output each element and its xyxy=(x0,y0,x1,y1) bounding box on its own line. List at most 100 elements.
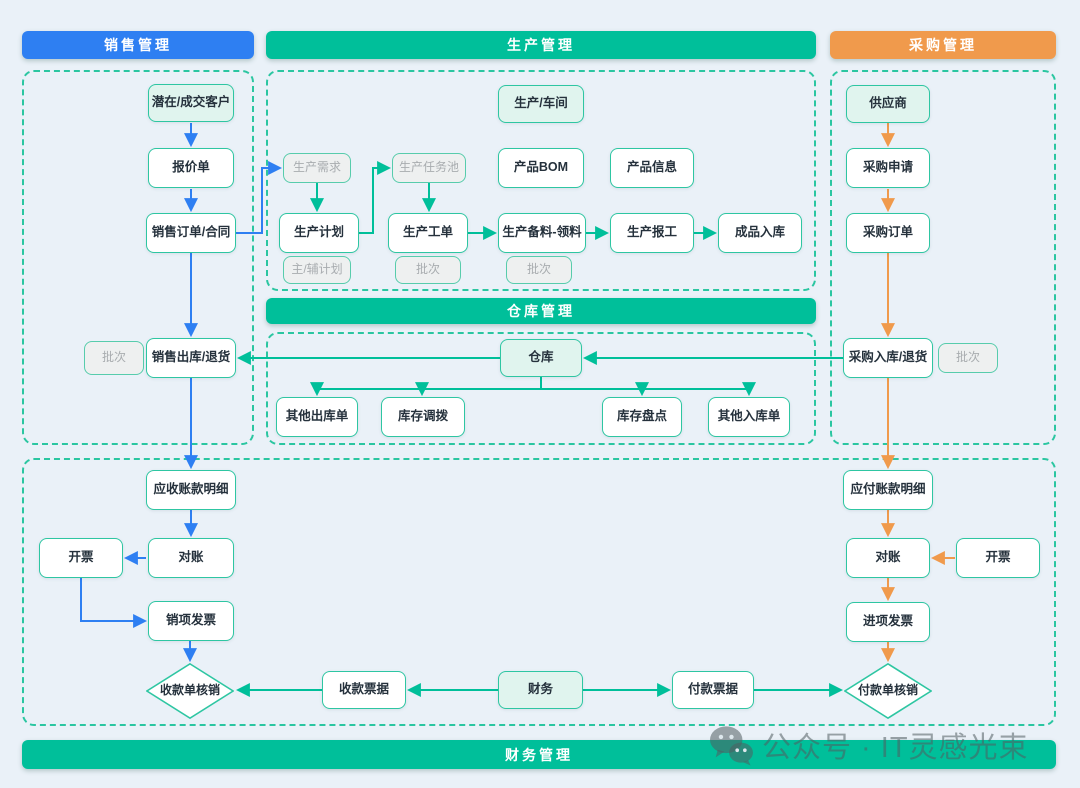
node-purchase-order: 采购订单 xyxy=(846,213,930,253)
warehouse-area xyxy=(266,332,816,445)
node-inventory-transfer: 库存调拨 xyxy=(381,397,465,437)
finance-management-header: 财务管理 xyxy=(22,740,1056,769)
edge-invoicing-to-sales-invoice xyxy=(80,578,148,628)
node-batch-material-prep: 批次 xyxy=(506,256,572,284)
node-receipt-writeoff: 收款单核销 xyxy=(146,663,234,719)
production-management-header: 生产管理 xyxy=(266,31,816,59)
node-label: 生产需求 xyxy=(292,160,341,175)
node-reconciliation-right: 对账 xyxy=(846,538,930,578)
node-label: 开票 xyxy=(68,550,94,565)
node-label: 销项发票 xyxy=(165,613,216,628)
node-payment-writeoff: 付款单核销 xyxy=(844,663,932,719)
node-label: 库存调拨 xyxy=(397,409,448,424)
node-receipt-note: 收款票据 xyxy=(322,671,406,709)
node-label: 其他出库单 xyxy=(285,409,349,424)
node-label: 潜在/成交客户 xyxy=(151,95,231,110)
node-production-plan: 生产计划 xyxy=(279,213,359,253)
watermark-text: 公众号 · IT灵感光束 xyxy=(762,732,1029,764)
node-invoicing-left: 开票 xyxy=(39,538,123,578)
node-purchase-inbound-return: 采购入库/退货 xyxy=(843,338,933,378)
edge-sales-order-to-demand xyxy=(236,161,283,234)
node-reconciliation-left: 对账 xyxy=(148,538,234,578)
node-purchase-request: 采购申请 xyxy=(846,148,930,188)
node-label: 产品信息 xyxy=(626,160,677,175)
finance-area xyxy=(22,458,1056,726)
node-finished-goods-inbound: 成品入库 xyxy=(718,213,802,253)
node-label: 开票 xyxy=(985,550,1011,565)
procurement-management-header: 采购管理 xyxy=(830,31,1056,59)
node-sales-order-contract: 销售订单/合同 xyxy=(146,213,236,253)
node-product-info: 产品信息 xyxy=(610,148,694,188)
node-label: 采购申请 xyxy=(862,160,913,175)
node-label: 生产报工 xyxy=(626,225,677,240)
node-batch-work-order: 批次 xyxy=(395,256,461,284)
node-label: 供应商 xyxy=(869,96,907,111)
node-label: 报价单 xyxy=(172,160,210,175)
node-label: 收款单核销 xyxy=(159,683,220,698)
node-label: 应收账款明细 xyxy=(153,482,229,497)
node-sales-outbound-return: 销售出库/退货 xyxy=(146,338,236,378)
node-other-inbound-order: 其他入库单 xyxy=(708,397,790,437)
node-label: 对账 xyxy=(875,550,901,565)
node-label: 生产任务池 xyxy=(398,160,459,175)
node-label: 对账 xyxy=(178,550,204,565)
node-label: 批次 xyxy=(101,350,126,365)
production-area xyxy=(266,70,816,291)
node-quotation: 报价单 xyxy=(148,148,234,188)
warehouse-management-header: 仓库管理 xyxy=(266,298,816,324)
node-label: 生产备料-领料 xyxy=(502,225,582,240)
node-label: 进项发票 xyxy=(862,614,913,629)
sales-management-header: 销售管理 xyxy=(22,31,254,59)
node-label: 付款票据 xyxy=(687,682,738,697)
node-production-demand: 生产需求 xyxy=(283,153,351,183)
node-sales-invoice: 销项发票 xyxy=(148,601,234,641)
node-label: 采购入库/退货 xyxy=(848,350,928,365)
wechat-icon xyxy=(708,724,754,766)
watermark: 公众号 · IT灵感光束 xyxy=(708,724,1029,766)
node-production-reporting: 生产报工 xyxy=(610,213,694,253)
node-label: 库存盘点 xyxy=(616,409,667,424)
node-label: 成品入库 xyxy=(734,225,785,240)
node-label: 采购订单 xyxy=(862,225,913,240)
node-finance: 财务 xyxy=(498,671,583,709)
node-label: 生产/车间 xyxy=(514,96,568,111)
procurement-area xyxy=(830,70,1056,445)
node-label: 生产工单 xyxy=(402,225,453,240)
node-label: 销售出库/退货 xyxy=(151,350,231,365)
node-inventory-count: 库存盘点 xyxy=(602,397,682,437)
node-label: 其他入库单 xyxy=(717,409,781,424)
node-supplier: 供应商 xyxy=(846,85,930,123)
sales-area xyxy=(22,70,254,445)
node-payable-details: 应付账款明细 xyxy=(843,470,933,510)
node-production-workshop: 生产/车间 xyxy=(498,85,584,123)
node-production-work-order: 生产工单 xyxy=(388,213,468,253)
node-production-material-prep: 生产备料-领料 xyxy=(498,213,586,253)
node-label: 生产计划 xyxy=(293,225,344,240)
node-other-outbound-order: 其他出库单 xyxy=(276,397,358,437)
diamond-shape xyxy=(146,663,234,719)
node-label: 批次 xyxy=(526,262,551,277)
node-label: 收款票据 xyxy=(338,682,389,697)
node-main-aux-plan: 主/辅计划 xyxy=(283,256,351,284)
node-label: 主/辅计划 xyxy=(291,262,343,277)
node-label: 付款单核销 xyxy=(857,683,918,698)
node-label: 仓库 xyxy=(528,350,554,365)
node-product-bom: 产品BOM xyxy=(498,148,584,188)
node-payment-note: 付款票据 xyxy=(672,671,754,709)
node-label: 批次 xyxy=(415,262,440,277)
edge-plan-to-task-pool xyxy=(359,161,392,234)
node-label: 批次 xyxy=(955,350,980,365)
node-batch-sales: 批次 xyxy=(84,341,144,375)
node-label: 产品BOM xyxy=(513,160,569,175)
node-production-task-pool: 生产任务池 xyxy=(392,153,466,183)
node-batch-purchase: 批次 xyxy=(938,343,998,373)
node-label: 应付账款明细 xyxy=(850,482,926,497)
node-purchase-invoice: 进项发票 xyxy=(846,602,930,642)
node-potential-deal-customers: 潜在/成交客户 xyxy=(148,84,234,122)
node-warehouse: 仓库 xyxy=(500,339,582,377)
node-label: 销售订单/合同 xyxy=(151,225,231,240)
node-label: 财务 xyxy=(527,682,553,697)
node-receivable-details: 应收账款明细 xyxy=(146,470,236,510)
